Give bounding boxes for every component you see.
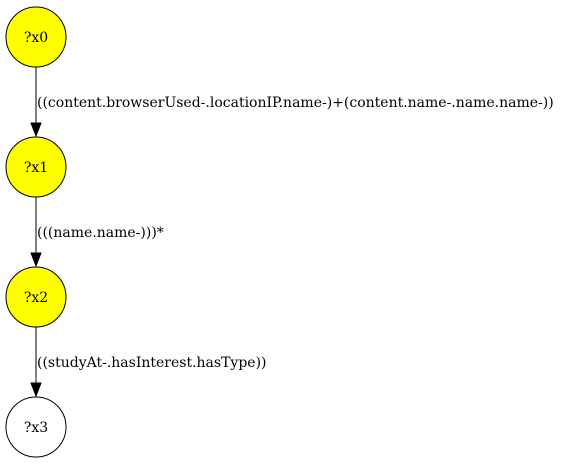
node-x2-circle [5, 266, 67, 328]
edge-x0-x1: ((content.browserUsed-.locationIP.name-)… [30, 67, 554, 138]
edge-x0-x1-label: ((content.browserUsed-.locationIP.name-)… [37, 95, 554, 111]
node-x0-circle [5, 6, 67, 68]
edge-x2-x3-arrowhead [30, 382, 42, 398]
node-x3-label: ?x3 [24, 420, 48, 436]
edge-x2-x3: ((studyAt-.hasInterest.hasType)) [30, 327, 267, 398]
edge-x1-x2-label: (((name.name-)))* [37, 225, 164, 241]
edge-x2-x3-label: ((studyAt-.hasInterest.hasType)) [37, 355, 267, 371]
node-x1-label: ?x1 [24, 160, 48, 176]
node-x0-label: ?x0 [24, 30, 48, 46]
edge-x0-x1-arrowhead [30, 122, 42, 138]
edge-x1-x2-arrowhead [30, 252, 42, 268]
node-x2: ?x2 [5, 266, 67, 328]
node-x0: ?x0 [5, 6, 67, 68]
node-x1-circle [5, 136, 67, 198]
node-x3: ?x3 [5, 396, 67, 458]
node-x3-circle [5, 396, 67, 458]
node-x1: ?x1 [5, 136, 67, 198]
edge-x1-x2: (((name.name-)))* [30, 197, 164, 268]
node-x2-label: ?x2 [24, 290, 48, 306]
